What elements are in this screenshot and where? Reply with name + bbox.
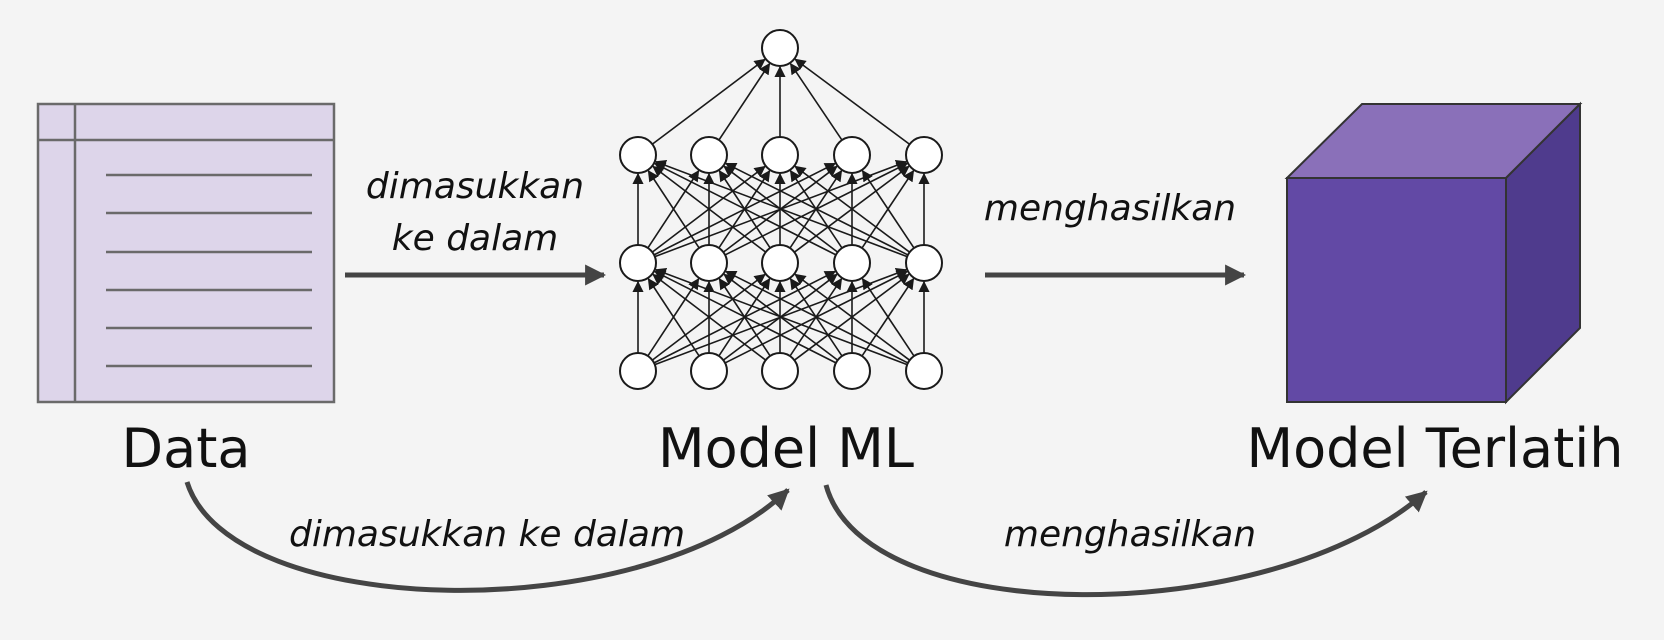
- bottom-right-arrow-label: menghasilkan: [1004, 514, 1256, 555]
- network-node: [619, 352, 657, 390]
- network-node: [905, 244, 943, 282]
- network-edge: [789, 62, 843, 141]
- data-label: Data: [122, 417, 251, 480]
- network-node: [833, 352, 871, 390]
- network-node: [761, 352, 799, 390]
- network-edge: [652, 273, 767, 361]
- network-edge: [861, 169, 915, 249]
- model-ml-label: Model ML: [658, 417, 914, 480]
- network-node: [619, 244, 657, 282]
- network-node: [690, 352, 728, 390]
- network-edge: [647, 277, 700, 357]
- network-node: [690, 136, 728, 174]
- network-node: [690, 244, 728, 282]
- neural-network-icon: [619, 29, 943, 390]
- model-to-trained-curved-arrow: [823, 484, 1428, 598]
- network-node: [905, 352, 943, 390]
- network-edge: [653, 162, 837, 256]
- network-node: [833, 136, 871, 174]
- network-node: [833, 244, 871, 282]
- network-edge: [718, 62, 771, 141]
- network-edge: [647, 169, 700, 249]
- network-edge: [654, 268, 908, 366]
- network-edge: [794, 273, 911, 361]
- network-edge: [653, 270, 837, 364]
- network-node: [905, 136, 943, 174]
- network-node: [619, 136, 657, 174]
- network-node: [761, 244, 799, 282]
- top-right-arrow-label: menghasilkan: [984, 188, 1236, 229]
- bottom-left-arrow-label: dimasukkan ke dalam: [289, 514, 685, 555]
- network-edge: [794, 58, 911, 145]
- network-edge: [724, 270, 909, 364]
- trained-model-label: Model Terlatih: [1246, 417, 1623, 480]
- network-node: [761, 136, 799, 174]
- network-edge: [654, 160, 908, 258]
- network-edge: [651, 58, 766, 145]
- data-to-model-curved-arrow: [184, 481, 790, 593]
- trained-model-cube-icon: [1284, 101, 1583, 405]
- network-edge: [652, 165, 767, 253]
- top-left-arrow-label-line1: dimasukkan: [366, 166, 584, 207]
- network-edge: [861, 277, 915, 357]
- data-table-icon: [36, 102, 336, 404]
- top-left-arrow-label-line2: ke dalam: [392, 218, 558, 259]
- network-edge: [724, 162, 909, 256]
- network-edge: [794, 165, 911, 253]
- network-node: [761, 29, 799, 67]
